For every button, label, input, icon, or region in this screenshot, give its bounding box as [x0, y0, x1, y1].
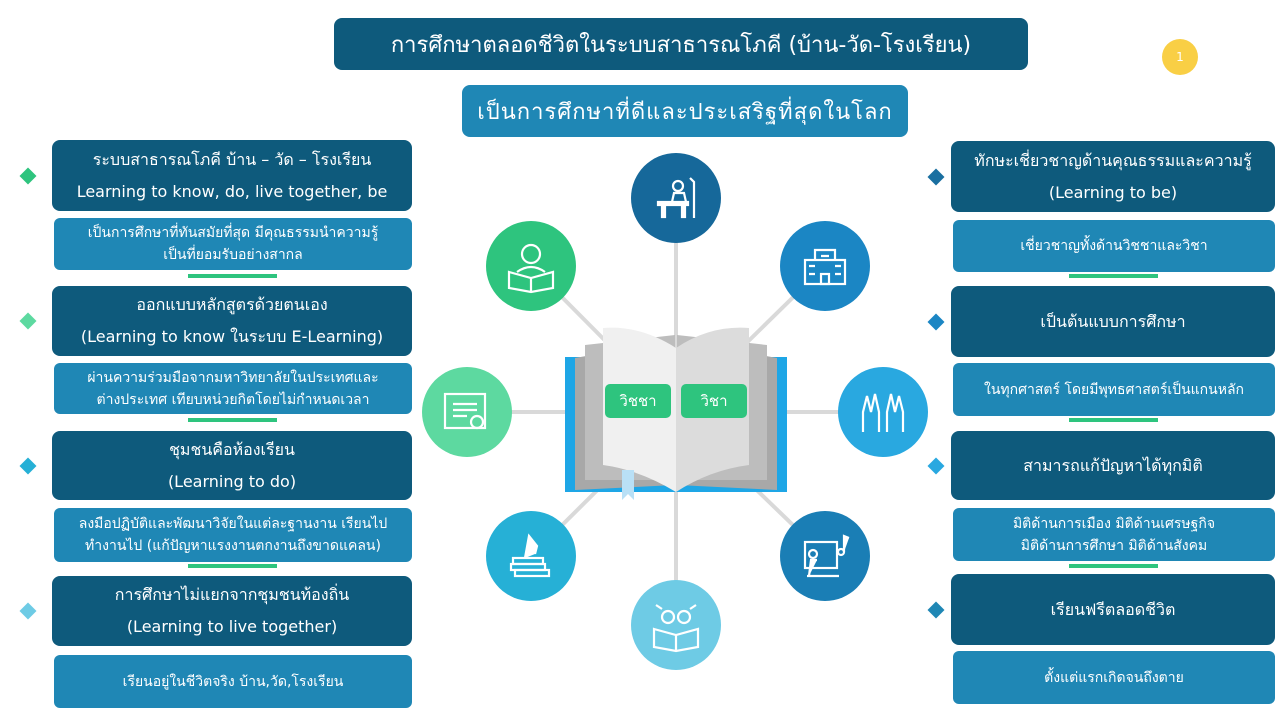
teacher-desk-icon [631, 153, 721, 243]
description-line1: มิติด้านการเมือง มิติด้านเศรษฐกิจ [1012, 515, 1216, 532]
left-heading-2: ออกแบบหลักสูตรด้วยตนเอง (Learning to know… [52, 286, 412, 356]
description-line1: เรียนอยู่ในชีวิตจริง บ้าน,วัด,โรงเรียน [122, 673, 344, 690]
student-reading-icon [486, 221, 576, 311]
page-subtitle-text: เป็นการศึกษาที่ดีและประเสริฐที่สุดในโลก [477, 99, 893, 125]
left-description-4: เรียนอยู่ในชีวิตจริง บ้าน,วัด,โรงเรียน [54, 655, 412, 708]
description-line2: ต่างประเทศ เทียบหน่วยกิตโดยไม่กำหนดเวลา [96, 391, 370, 408]
certificate-icon-glyph [443, 392, 487, 430]
right-description-3: มิติด้านการเมือง มิติด้านเศรษฐกิจมิติด้า… [953, 508, 1275, 561]
heading-line1: ทักษะเชี่ยวชาญด้านคุณธรรมและความรู้ [974, 150, 1252, 170]
page-title: การศึกษาตลอดชีวิตในระบบสาธารณโภคี (บ้าน-… [334, 18, 1028, 70]
description-line2: เป็นที่ยอมรับอย่างสากล [163, 247, 303, 263]
raised-hands-icon [838, 367, 928, 457]
page-title-text: การศึกษาตลอดชีวิตในระบบสาธารณโภคี (บ้าน-… [390, 32, 972, 58]
divider [188, 564, 277, 568]
right-heading-3: สามารถแก้ปัญหาได้ทุกมิติ [951, 431, 1275, 500]
music-board-icon [780, 511, 870, 601]
certificate-icon [422, 367, 512, 457]
description-line2: ทำงานไป (แก้ปัญหาแรงงานตกงานถึงขาดแคลน) [85, 538, 381, 554]
right-description-2: ในทุกศาสตร์ โดยมีพุทธศาสตร์เป็นแกนหลัก [953, 363, 1275, 416]
page-number: 1 [1176, 50, 1184, 64]
divider [1069, 418, 1158, 422]
page-number-badge: 1 [1162, 39, 1198, 75]
divider [188, 418, 277, 422]
heading-line1: ออกแบบหลักสูตรด้วยตนเอง [136, 295, 328, 314]
tag-vicha: วิชา [681, 384, 747, 418]
heading-line2: (Learning to do) [167, 471, 297, 491]
divider [1069, 274, 1158, 278]
school-building-icon [780, 221, 870, 311]
left-heading-1: ระบบสาธารณโภคี บ้าน – วัด – โรงเรียน Lear… [52, 140, 412, 211]
left-heading-3: ชุมชนคือห้องเรียน (Learning to do) [52, 431, 412, 500]
owl-reading-icon-glyph [652, 604, 700, 653]
heading-line2: (Learning to know ในระบบ E-Learning) [80, 327, 384, 346]
left-description-2: ผ่านความร่วมมือจากมหาวิทยาลัยในประเทศและ… [54, 363, 412, 414]
books-stack-icon [486, 511, 576, 601]
description-line2: มิติด้านการศึกษา มิติด้านสังคม [1020, 537, 1208, 554]
open-book-illustration [565, 327, 787, 500]
description-line1: ผ่านความร่วมมือจากมหาวิทยาลัยในประเทศและ [87, 369, 379, 386]
heading-line1: ชุมชนคือห้องเรียน [169, 439, 295, 459]
right-description-4: ตั้งแต่แรกเกิดจนถึงตาย [953, 651, 1275, 704]
teacher-desk-icon-glyph [656, 177, 696, 219]
heading-line1: สามารถแก้ปัญหาได้ทุกมิติ [1023, 455, 1203, 475]
description-line1: เป็นการศึกษาที่ทันสมัยที่สุด มีคุณธรรมนำ… [87, 225, 379, 241]
heading-line1: เรียนฟรีตลอดชีวิต [1050, 599, 1176, 619]
description-line1: ตั้งแต่แรกเกิดจนถึงตาย [1044, 669, 1184, 686]
heading-line1: การศึกษาไม่แยกจากชุมชนท้องถิ่น [114, 585, 350, 604]
right-heading-2: เป็นต้นแบบการศึกษา [951, 286, 1275, 357]
left-description-3: ลงมือปฏิบัติและพัฒนาวิจัยในแต่ละฐานงาน เ… [54, 508, 412, 562]
books-stack-icon-glyph [509, 533, 551, 578]
heading-line2: Learning to know, do, live together, be [76, 181, 388, 201]
heading-line2: (Learning to live together) [126, 617, 338, 636]
owl-reading-icon [631, 580, 721, 670]
heading-line2: (Learning to be) [1048, 182, 1178, 202]
raised-hands-icon-glyph [861, 393, 905, 432]
tag-vijja-text: วิชชา [619, 392, 657, 410]
right-description-1: เชี่ยวชาญทั้งด้านวิชชาและวิชา [953, 220, 1275, 272]
tag-vicha-text: วิชา [700, 392, 728, 410]
tag-vijja: วิชชา [605, 384, 671, 418]
school-building-icon-glyph [803, 248, 847, 286]
divider [1069, 564, 1158, 568]
description-line1: ในทุกศาสตร์ โดยมีพุทธศาสตร์เป็นแกนหลัก [983, 381, 1244, 398]
student-reading-icon-glyph [507, 243, 555, 294]
left-description-1: เป็นการศึกษาที่ทันสมัยที่สุด มีคุณธรรมนำ… [54, 218, 412, 270]
left-heading-4: การศึกษาไม่แยกจากชุมชนท้องถิ่น (Learning … [52, 576, 412, 646]
right-heading-4: เรียนฟรีตลอดชีวิต [951, 574, 1275, 645]
heading-line1: เป็นต้นแบบการศึกษา [1040, 311, 1186, 331]
heading-line1: ระบบสาธารณโภคี บ้าน – วัด – โรงเรียน [92, 149, 372, 169]
right-heading-1: ทักษะเชี่ยวชาญด้านคุณธรรมและความรู้ (Lear… [951, 141, 1275, 212]
music-board-icon-glyph [803, 534, 850, 578]
description-line1: ลงมือปฏิบัติและพัฒนาวิจัยในแต่ละฐานงาน เ… [78, 516, 388, 532]
page-subtitle: เป็นการศึกษาที่ดีและประเสริฐที่สุดในโลก [462, 85, 908, 137]
divider [188, 274, 277, 278]
description-line1: เชี่ยวชาญทั้งด้านวิชชาและวิชา [1020, 238, 1208, 254]
